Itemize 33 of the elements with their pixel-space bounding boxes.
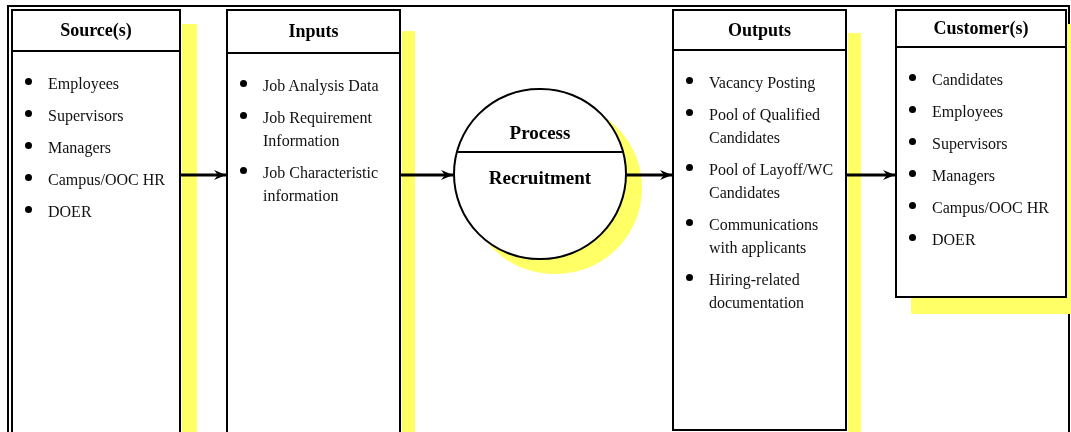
- list-item: Managers: [932, 166, 996, 187]
- column-box: [895, 9, 1067, 298]
- list-item: DOER: [48, 202, 92, 222]
- list-item: Job Characteristic information: [263, 163, 380, 206]
- arrow: [627, 170, 672, 180]
- arrow: [847, 170, 895, 180]
- list-item: Campus/OOC HR: [932, 198, 1049, 219]
- list-item: Communications with applicants: [709, 215, 820, 259]
- list-item: Vacancy Posting: [709, 73, 816, 94]
- list-item: Employees: [932, 102, 1004, 123]
- list-item: Managers: [48, 138, 112, 159]
- arrow: [401, 170, 453, 180]
- column-box: [226, 9, 401, 432]
- column-box: [11, 9, 181, 432]
- list-item: Job Analysis Data: [263, 76, 379, 97]
- process-name: Recruitment: [488, 166, 592, 190]
- list-item: Campus/OOC HR: [48, 170, 165, 191]
- column-heading: Inputs: [288, 20, 339, 43]
- list-item: Job Requirement Information: [263, 108, 373, 151]
- column-heading: Source(s): [60, 19, 132, 42]
- list-item: Pool of Layoff/WC Candidates: [709, 160, 835, 203]
- column-box: [672, 9, 847, 431]
- arrow: [181, 170, 226, 180]
- column-heading: Customer(s): [933, 17, 1029, 40]
- list-item: Hiring-related documentation: [709, 270, 806, 313]
- list-item: Pool of Qualified Candidates: [709, 105, 822, 148]
- list-item: Employees: [48, 74, 120, 95]
- list-item: Supervisors: [48, 106, 124, 127]
- column-heading: Outputs: [728, 18, 791, 42]
- process-heading: Process: [509, 120, 571, 145]
- list-item: DOER: [932, 230, 976, 250]
- list-item: Candidates: [932, 70, 1004, 90]
- list-item: Supervisors: [932, 134, 1008, 155]
